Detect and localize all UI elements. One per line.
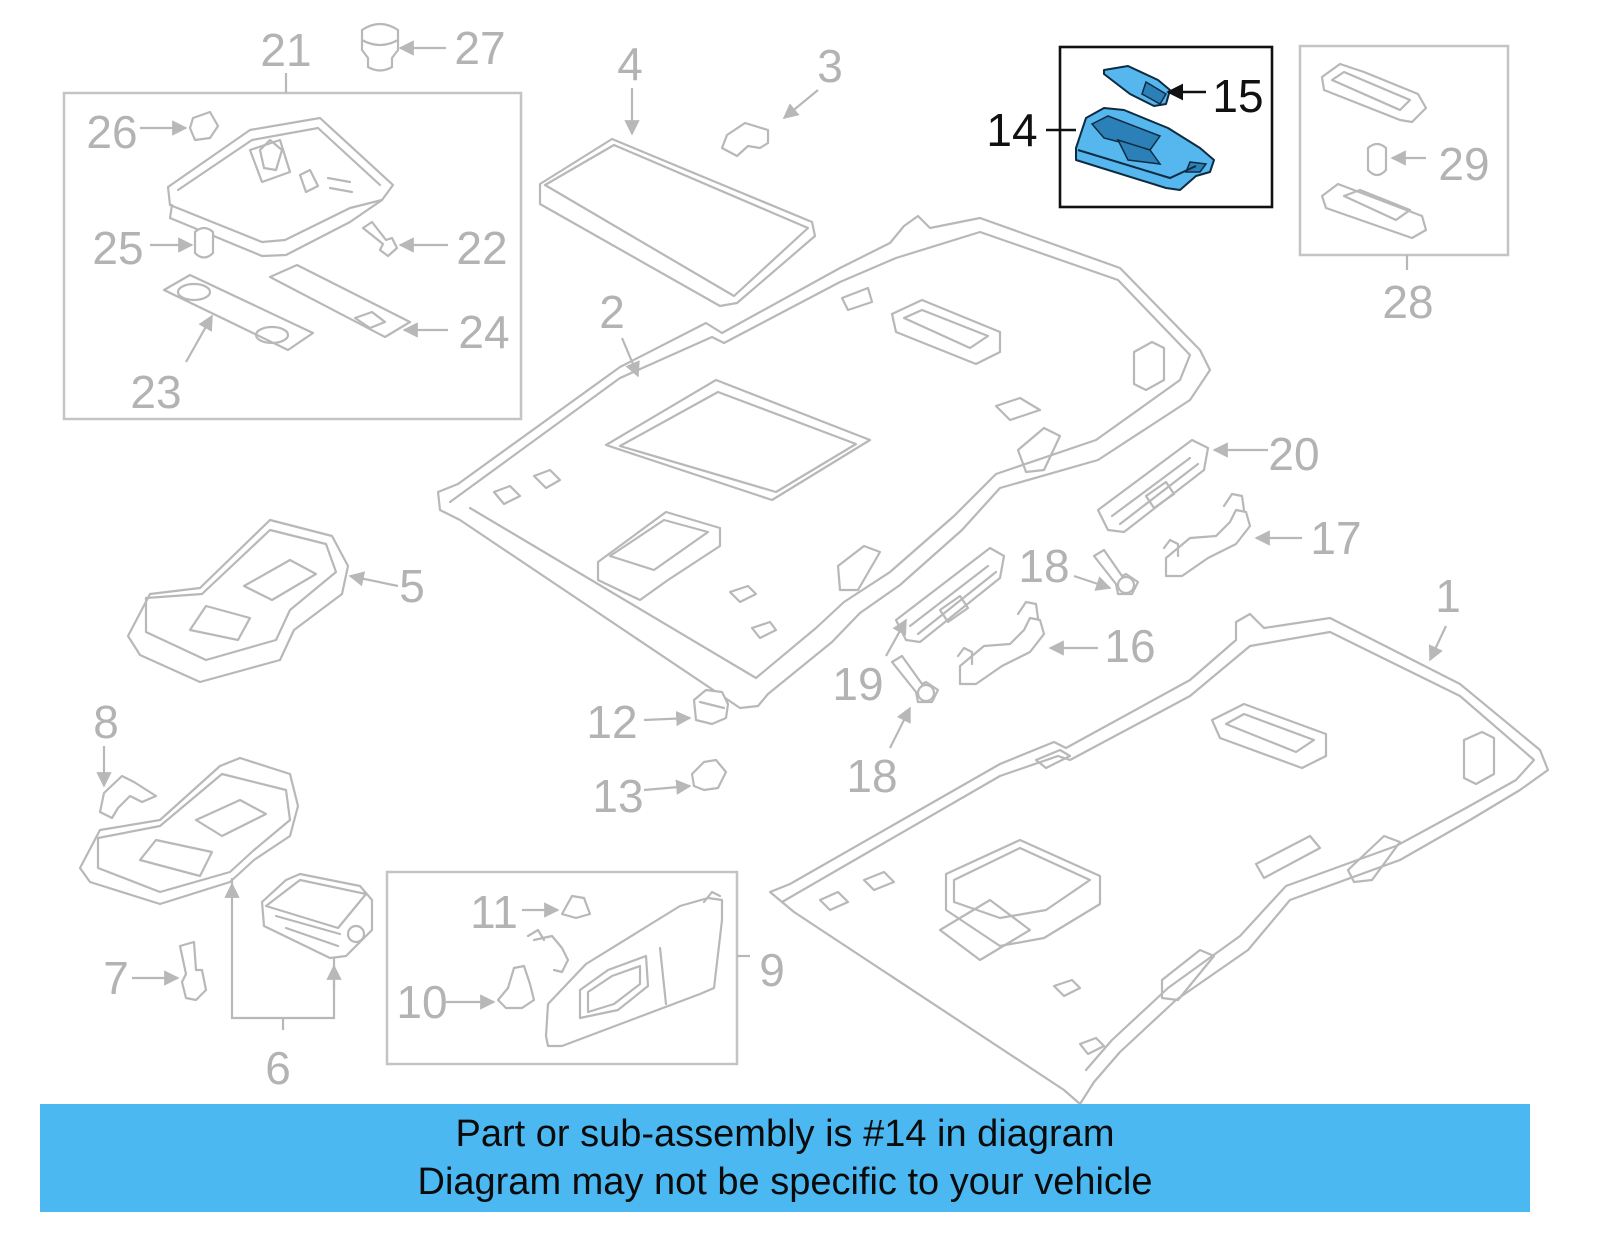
part-21-console (166, 116, 395, 258)
callout-20: 20 (1268, 428, 1319, 480)
callout-27: 27 (454, 22, 505, 74)
info-banner: Part or sub-assembly is #14 in diagram D… (40, 1104, 1530, 1212)
callout-26: 26 (86, 106, 137, 158)
callout-2: 2 (599, 286, 625, 338)
group-box-14 (1046, 45, 1274, 209)
callout-10: 10 (396, 976, 447, 1028)
callout-25: 25 (92, 222, 143, 274)
callout-4: 4 (617, 38, 643, 90)
part-2-headliner (436, 214, 1212, 710)
banner-disclaimer: Diagram may not be specific to your vehi… (417, 1161, 1153, 1203)
part-4-panel (538, 137, 817, 308)
callout-5: 5 (399, 560, 425, 612)
part-25-bulb (193, 226, 215, 259)
part-9-visor (544, 890, 724, 1048)
callout-16: 16 (1104, 620, 1155, 672)
part-15-bulb (1103, 65, 1171, 107)
part-18-screw-lower (890, 654, 940, 704)
callout-labels: 1 2 3 4 5 6 7 8 9 10 11 12 13 14 15 16 1… (86, 22, 1489, 1094)
part-11-clip (560, 894, 592, 920)
callout-29: 29 (1438, 138, 1489, 190)
part-16-handle (956, 600, 1046, 686)
callout-11: 11 (470, 886, 518, 938)
callout-3: 3 (817, 40, 843, 92)
group-box-28 (1298, 44, 1510, 270)
part-13-clip (690, 758, 728, 792)
part-19-bracket (894, 546, 1006, 644)
callout-18-upper: 18 (1018, 540, 1069, 592)
callout-23: 23 (130, 366, 181, 418)
callout-22: 22 (456, 222, 507, 274)
part-20-bracket (1096, 438, 1210, 534)
callout-24: 24 (458, 306, 509, 358)
callout-15: 15 (1212, 70, 1263, 122)
part-29-bulb (1366, 142, 1388, 177)
part-26-clip (188, 110, 220, 142)
callout-13: 13 (592, 770, 643, 822)
group-box-21 (62, 73, 523, 421)
part-8-bracket (98, 774, 158, 820)
part-12-clip (692, 688, 730, 726)
part-28-lens (1320, 182, 1428, 240)
part-5-tray (126, 518, 350, 684)
part-9-rod (526, 928, 570, 974)
part-1-headliner (768, 612, 1550, 1106)
part-7-screw (178, 940, 208, 1002)
part-6-housing (78, 756, 300, 906)
callout-8: 8 (93, 696, 119, 748)
callout-17: 17 (1310, 512, 1361, 564)
callout-1: 1 (1435, 570, 1461, 622)
banner-part-note: Part or sub-assembly is #14 in diagram (455, 1113, 1115, 1155)
part-18-screw-upper (1092, 548, 1140, 596)
callout-21: 21 (260, 24, 311, 76)
callout-28: 28 (1382, 276, 1433, 328)
part-14-lamp (1075, 107, 1215, 191)
callout-19: 19 (832, 658, 883, 710)
part-23-pad (162, 273, 315, 352)
callout-12: 12 (586, 696, 637, 748)
leader-lines (96, 40, 1447, 1010)
part-3-clip (720, 121, 770, 158)
part-22-screw (361, 220, 399, 258)
callout-14: 14 (986, 104, 1037, 156)
part-24-pad (268, 263, 412, 339)
callout-6: 6 (265, 1042, 291, 1094)
callout-7: 7 (103, 952, 129, 1004)
part-17-handle (1162, 492, 1252, 578)
group-box-9 (385, 870, 750, 1066)
part-6-bulb-module (260, 872, 374, 960)
part-10-hook (496, 964, 536, 1010)
callout-9: 9 (759, 944, 785, 996)
callout-18-lower: 18 (846, 750, 897, 802)
part-28-lamp (1320, 62, 1428, 124)
part-27-grommet (360, 22, 400, 72)
